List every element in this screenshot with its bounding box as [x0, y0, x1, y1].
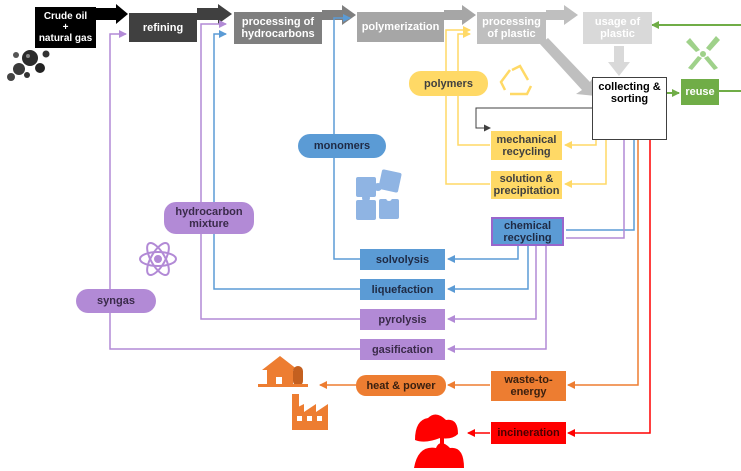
solution-precipitation-node: solution & precipitation: [491, 171, 562, 199]
processing-plastic-node: processing of plastic: [477, 12, 546, 44]
liquefaction-node: liquefaction: [360, 279, 445, 300]
incineration-node: incineration: [491, 422, 566, 444]
monomers-label: monomers: [298, 134, 386, 158]
waste-to-energy-node: waste-to- energy: [491, 371, 566, 401]
mechanical-recycling-arrows: [445, 26, 607, 188]
incineration-arrow: [567, 140, 651, 437]
sorting-feedback-line: [475, 107, 594, 132]
collecting-sorting-node: collecting & sorting: [592, 77, 667, 140]
puzzle-icon: [356, 169, 402, 220]
house-icon: [258, 356, 308, 387]
gasification-node: gasification: [360, 339, 445, 360]
syngas-label: syngas: [76, 289, 156, 313]
pyrolysis-node: pyrolysis: [360, 309, 445, 330]
oil-droplets-icon: [7, 50, 50, 81]
refining-node: refining: [129, 13, 197, 42]
heat-power-node: heat & power: [356, 375, 446, 396]
energy-arrows: [319, 140, 639, 389]
collecting-sorting-label: collecting & sorting: [598, 81, 661, 105]
chemical-recycling-purple-arrows: [109, 20, 625, 353]
solvolysis-node: solvolysis: [360, 249, 445, 270]
main-chain-arrows: [96, 4, 630, 96]
atom-icon: [139, 242, 177, 276]
processing-hydrocarbons-node: processing of hydrocarbons: [234, 12, 322, 44]
hydrocarbon-mixture-label: hydrocarbon mixture: [164, 202, 254, 234]
mechanical-recycling-node: mechanical recycling: [491, 131, 562, 160]
crude-oil-node: Crude oil + natural gas: [35, 7, 96, 48]
fire-icon: [414, 414, 464, 468]
recycle-symbol-icon: [499, 64, 533, 96]
reuse-arrows: [651, 21, 741, 97]
polymerization-node: polymerization: [357, 12, 444, 42]
factory-icon: [292, 394, 328, 430]
polymers-label: polymers: [409, 71, 488, 96]
chemical-recycling-node: chemical recycling: [491, 217, 564, 246]
usage-plastic-node: usage of plastic: [583, 12, 652, 44]
reuse-node: reuse: [681, 79, 719, 105]
reuse-arrows-icon: [686, 36, 720, 70]
